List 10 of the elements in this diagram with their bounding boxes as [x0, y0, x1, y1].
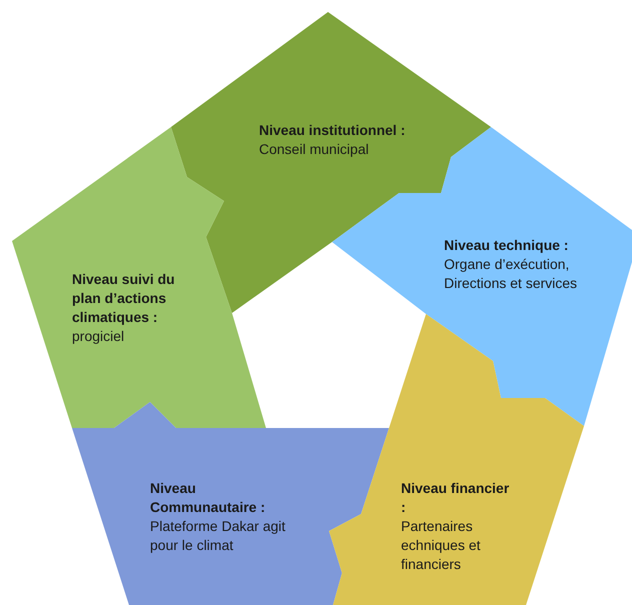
heading-text: Niveau technique :: [444, 236, 570, 255]
body-text: Plateforme Dakar agit pour le climat: [150, 517, 286, 555]
heading-text: Niveau financier :: [401, 479, 510, 517]
body-text: progiciel: [72, 327, 126, 346]
heading-text: Niveau suivi du plan d’actions climatiques :: [72, 270, 176, 327]
body-text: Conseil municipal: [259, 140, 370, 159]
body-text: Partenaires echniques et financiers: [401, 517, 482, 574]
body-text: Organe d’exécution, Directions et services: [444, 255, 578, 293]
heading-text: Niveau Communautaire :: [150, 479, 266, 517]
heading-text: Niveau institutionnel :: [259, 121, 406, 140]
